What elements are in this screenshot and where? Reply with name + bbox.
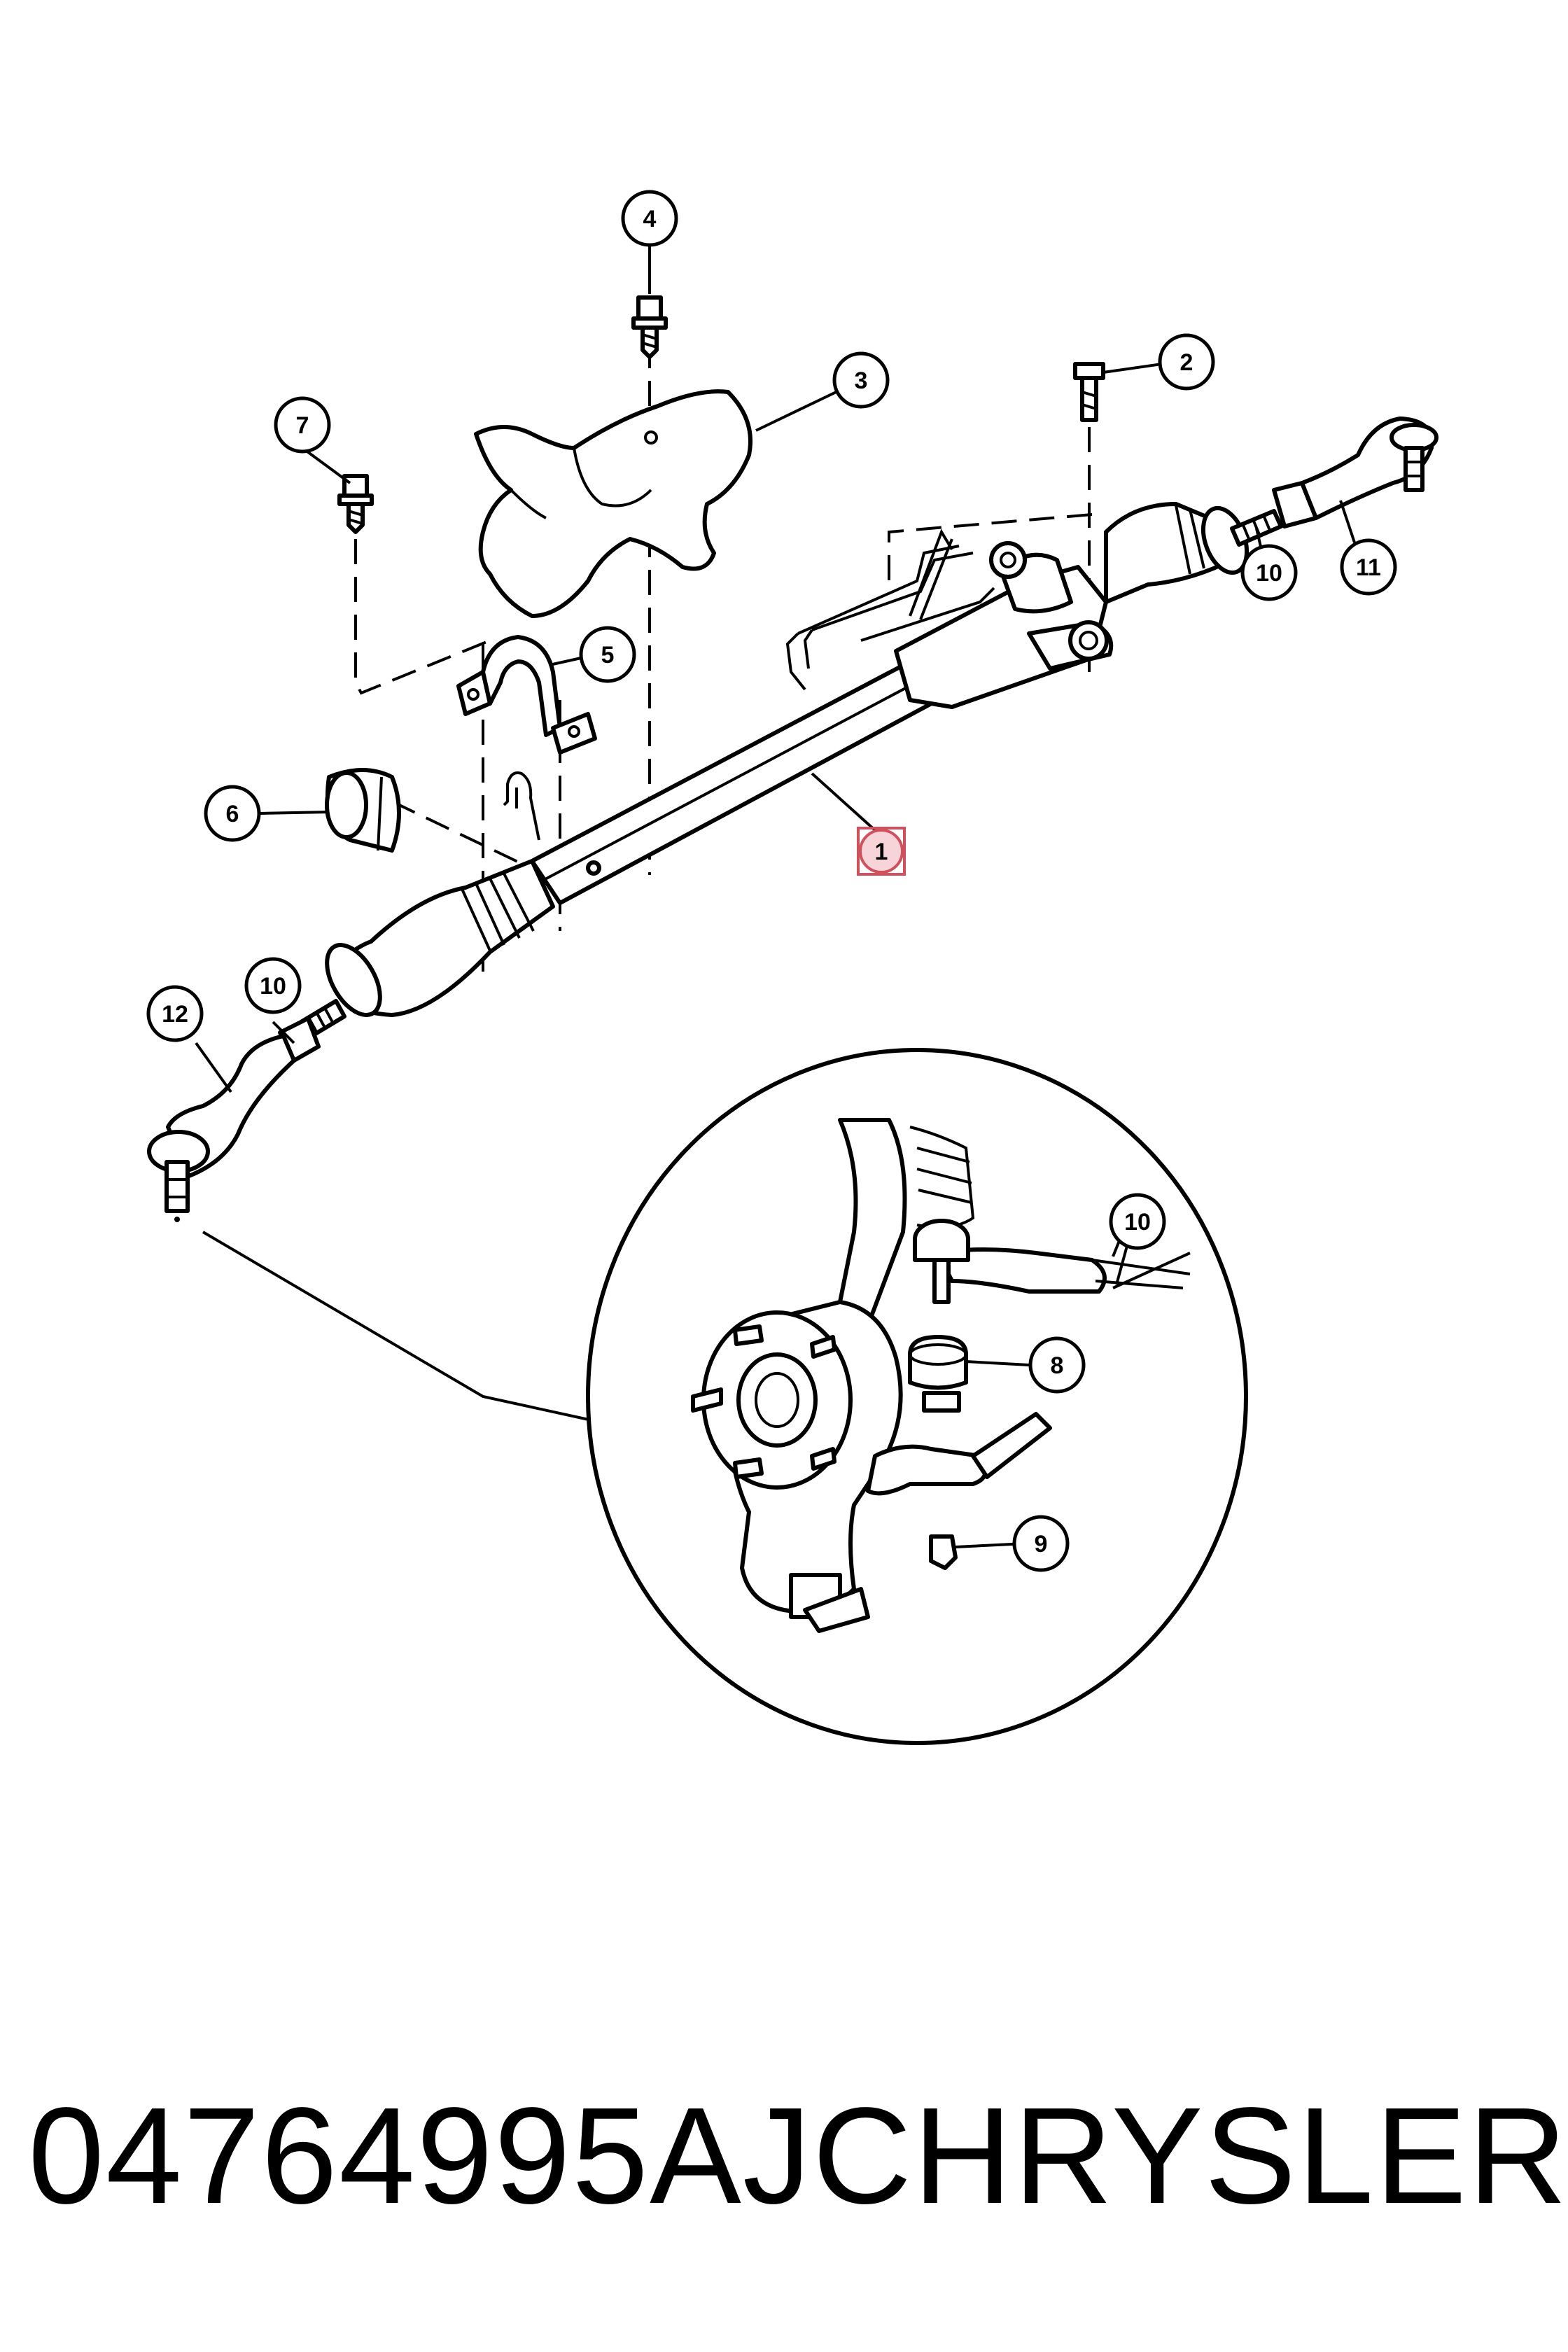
callout-9: 9 xyxy=(1012,1515,1070,1572)
right-tie-rod-end xyxy=(1272,416,1438,528)
callout-3: 3 xyxy=(832,351,890,409)
bolt-2 xyxy=(1073,362,1105,422)
callout-2: 2 xyxy=(1158,333,1215,391)
callout-7: 7 xyxy=(274,396,331,454)
callout-6: 6 xyxy=(204,785,261,842)
callout-8: 8 xyxy=(1028,1336,1086,1394)
callout-10-right: 10 xyxy=(1240,544,1298,601)
part-footer: 04764995AJ CHRYSLER xyxy=(28,2065,1567,2247)
callout-10-inset: 10 xyxy=(1109,1193,1166,1250)
callout-1: 1 xyxy=(857,827,906,876)
svg-text:6: 6 xyxy=(226,801,239,827)
callout-10-left: 10 xyxy=(244,957,302,1014)
inset-leader-line xyxy=(202,1231,596,1422)
mounting-clamp xyxy=(456,635,597,755)
svg-text:4: 4 xyxy=(643,206,657,232)
heat-shield xyxy=(474,389,752,618)
detail-inset xyxy=(586,1048,1248,1745)
svg-text:1: 1 xyxy=(875,839,888,865)
svg-text:7: 7 xyxy=(296,412,309,439)
bolt-4 xyxy=(631,295,668,359)
bolt-7 xyxy=(337,474,374,534)
callout-12: 12 xyxy=(146,985,204,1042)
steering-gear-exploded-diagram: 1 2 3 4 5 6 7 8 9 10 10 10 xyxy=(146,190,1438,1745)
steering-rack-assembly xyxy=(299,502,1283,1040)
svg-text:8: 8 xyxy=(1051,1352,1064,1379)
svg-text:5: 5 xyxy=(601,642,615,668)
brand-name: CHRYSLER xyxy=(812,2079,1568,2232)
part-number: 04764995AJ xyxy=(28,2079,813,2232)
svg-text:2: 2 xyxy=(1180,349,1194,376)
svg-text:11: 11 xyxy=(1356,554,1381,581)
left-tie-rod-end xyxy=(147,1016,321,1222)
svg-text:10: 10 xyxy=(260,973,286,1000)
svg-text:10: 10 xyxy=(1124,1209,1151,1236)
callout-11: 11 xyxy=(1340,538,1397,596)
callout-leader-lines xyxy=(195,245,1356,1548)
svg-text:10: 10 xyxy=(1256,560,1282,587)
rubber-bushing xyxy=(325,768,401,853)
callout-4: 4 xyxy=(621,190,678,247)
svg-text:3: 3 xyxy=(855,368,868,394)
svg-text:12: 12 xyxy=(162,1001,188,1028)
svg-text:9: 9 xyxy=(1035,1531,1048,1558)
callout-5: 5 xyxy=(579,626,636,683)
hose-fitting xyxy=(503,771,540,841)
